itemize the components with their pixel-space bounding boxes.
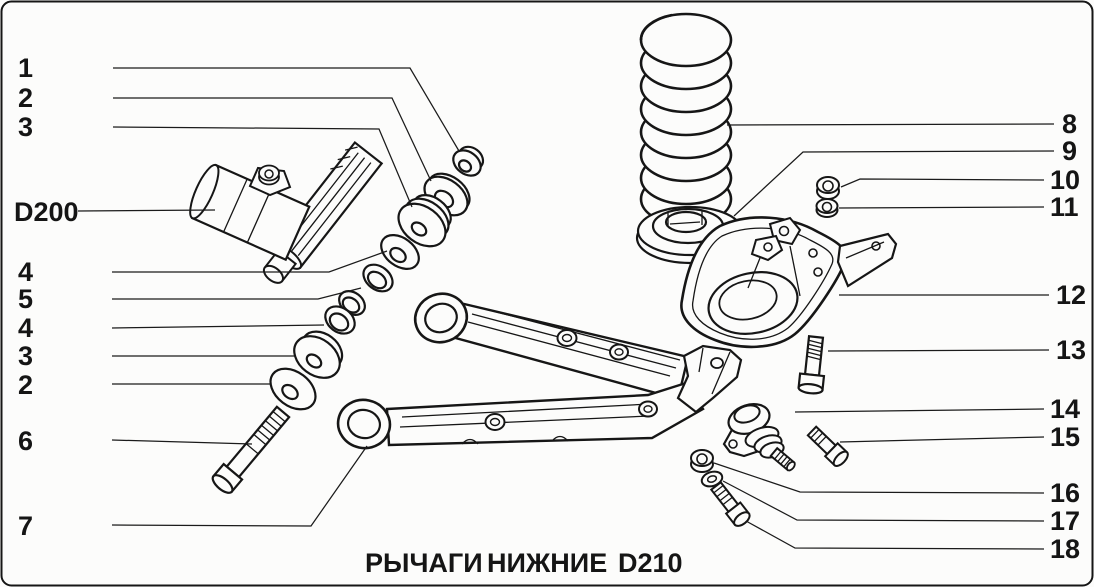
callout-17-leader-line <box>722 480 1045 522</box>
callout-3-label: 3 <box>18 341 33 371</box>
lower-arm-front <box>413 292 690 401</box>
callout-3-leader-line <box>112 126 413 208</box>
callout-7-label: 7 <box>18 511 33 541</box>
callout-4-leader-line <box>111 324 325 329</box>
washer-part2-lower <box>269 367 317 411</box>
callout-6-label: 6 <box>18 426 33 456</box>
callout-17-label: 17 <box>1050 506 1080 536</box>
bolt-part15 <box>806 425 849 467</box>
washer-part17 <box>700 470 724 488</box>
callout-4-label: 4 <box>18 257 33 287</box>
washer-part4-upper <box>380 234 420 270</box>
callout-9-leader-line <box>733 150 1055 217</box>
callout-2-label: 2 <box>18 370 33 400</box>
nut-part10 <box>816 176 840 200</box>
coil-spring <box>639 12 733 227</box>
callout-11-leader-line <box>838 206 1045 209</box>
shock-absorber <box>189 140 384 284</box>
callout-13-label: 13 <box>1056 335 1086 365</box>
bushing-part3-lower <box>293 330 344 379</box>
bolt-part6 <box>211 405 291 494</box>
caption-word: НИЖНИЕ <box>487 548 607 578</box>
callout-3-label: 3 <box>18 112 33 142</box>
callout-16-leader-line <box>713 462 1045 494</box>
nut-part11 <box>815 198 839 218</box>
callout-D200-label: D200 <box>14 197 79 227</box>
hatch-marks <box>330 146 358 170</box>
callout-D200-leader-line <box>77 209 216 212</box>
callout-5-label: 5 <box>18 284 33 314</box>
nut-part1 <box>452 145 485 177</box>
callout-4-label: 4 <box>18 313 33 343</box>
arm-end-bracket <box>676 344 743 414</box>
callout-14-label: 14 <box>1050 394 1080 424</box>
callout-9-label: 9 <box>1062 136 1077 166</box>
callout-15-label: 15 <box>1050 422 1080 452</box>
bushing-part3-upper <box>397 194 452 248</box>
callout-10-leader-line <box>840 178 1045 188</box>
clamp-nut <box>258 164 280 186</box>
callout-11-label: 11 <box>1050 192 1079 222</box>
nut-part16 <box>690 449 714 473</box>
callout-15-leader-line <box>839 436 1045 443</box>
ring-part4-lower <box>324 290 366 335</box>
callout-8-leader-line <box>726 123 1055 126</box>
callout-12-label: 12 <box>1056 280 1086 310</box>
callout-18-label: 18 <box>1050 534 1080 564</box>
callout-1-label: 1 <box>18 53 33 83</box>
ball-joint <box>722 403 796 472</box>
callout-2-leader-line <box>113 97 432 182</box>
callout-7-leader-line <box>111 445 368 527</box>
callout-18-leader-line <box>745 520 1045 550</box>
lower-arm-rear <box>336 381 705 450</box>
callout-10-label: 10 <box>1050 165 1080 195</box>
callout-5-leader-line <box>112 287 362 300</box>
caption-word: РЫЧАГИ <box>365 548 483 578</box>
callout-8-label: 8 <box>1062 109 1077 139</box>
callout-14-leader-line <box>794 408 1045 413</box>
spring-support-plate <box>680 216 898 349</box>
callout-13-leader-line <box>827 349 1050 352</box>
callout-6-leader-line <box>111 439 253 445</box>
mount-stack <box>269 145 485 411</box>
bolt-part18 <box>709 480 751 527</box>
ring-part5 <box>362 263 394 293</box>
callout-16-label: 16 <box>1050 478 1080 508</box>
bolt-part13 <box>797 335 826 395</box>
callout-4-leader-line <box>112 250 388 273</box>
callout-2-label: 2 <box>18 83 33 113</box>
callout-1-leader-line <box>113 67 460 152</box>
caption-word: D210 <box>618 548 683 578</box>
